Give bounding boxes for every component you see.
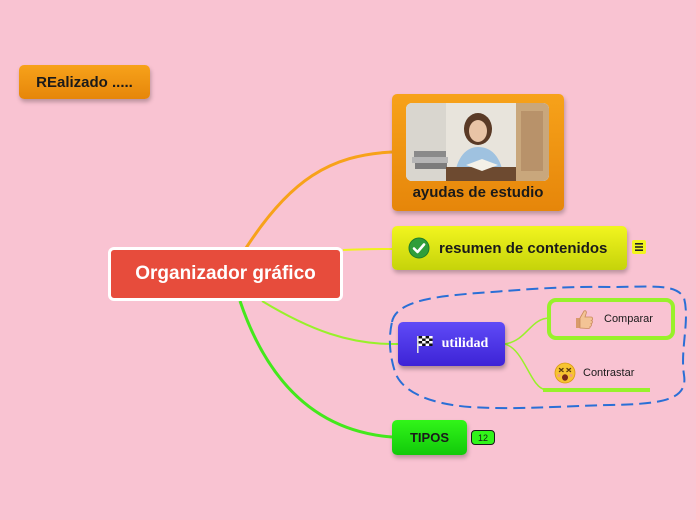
tipos-count-label: 12 bbox=[477, 432, 488, 443]
dizzy-face-icon bbox=[554, 362, 576, 384]
contrastar-label: Contrastar bbox=[583, 367, 635, 379]
topic-resumen[interactable]: resumen de contenidos bbox=[392, 226, 627, 270]
ayudas-label: ayudas de estudio bbox=[412, 184, 544, 201]
utilidad-label: utilidad bbox=[441, 336, 489, 351]
connector-comparar bbox=[504, 317, 551, 345]
central-topic[interactable]: Organizador gráfico bbox=[108, 247, 343, 301]
connector-tipos bbox=[238, 300, 393, 439]
subtopic-contrastar[interactable]: Contrastar bbox=[543, 358, 650, 392]
thumbs-up-icon bbox=[573, 308, 595, 330]
topic-utilidad[interactable]: utilidad bbox=[398, 322, 505, 366]
comparar-label: Comparar bbox=[604, 313, 653, 325]
checkered-flag-icon bbox=[415, 334, 435, 354]
tipos-label: TIPOS bbox=[409, 430, 449, 445]
resumen-label: resumen de contenidos bbox=[439, 239, 608, 257]
notes-icon[interactable] bbox=[632, 240, 646, 254]
connector-utilidad bbox=[261, 300, 399, 346]
green-checkmark-icon bbox=[408, 237, 430, 259]
studying-woman-photo bbox=[406, 103, 549, 181]
connector-contrastar bbox=[504, 343, 547, 391]
topic-ayudas[interactable]: ayudas de estudio bbox=[392, 94, 564, 211]
floating-topic-realizado[interactable]: REalizado ..... bbox=[19, 65, 150, 99]
topic-tipos[interactable]: TIPOS bbox=[392, 420, 467, 455]
connector-resumen bbox=[342, 248, 393, 251]
tipos-count-badge[interactable]: 12 bbox=[471, 430, 495, 445]
connector-ayudas bbox=[244, 150, 393, 249]
central-topic-label: Organizador gráfico bbox=[135, 263, 316, 284]
boundary-utilidad bbox=[388, 285, 687, 410]
realizado-label: REalizado ..... bbox=[36, 73, 133, 91]
subtopic-comparar[interactable]: Comparar bbox=[547, 298, 675, 340]
